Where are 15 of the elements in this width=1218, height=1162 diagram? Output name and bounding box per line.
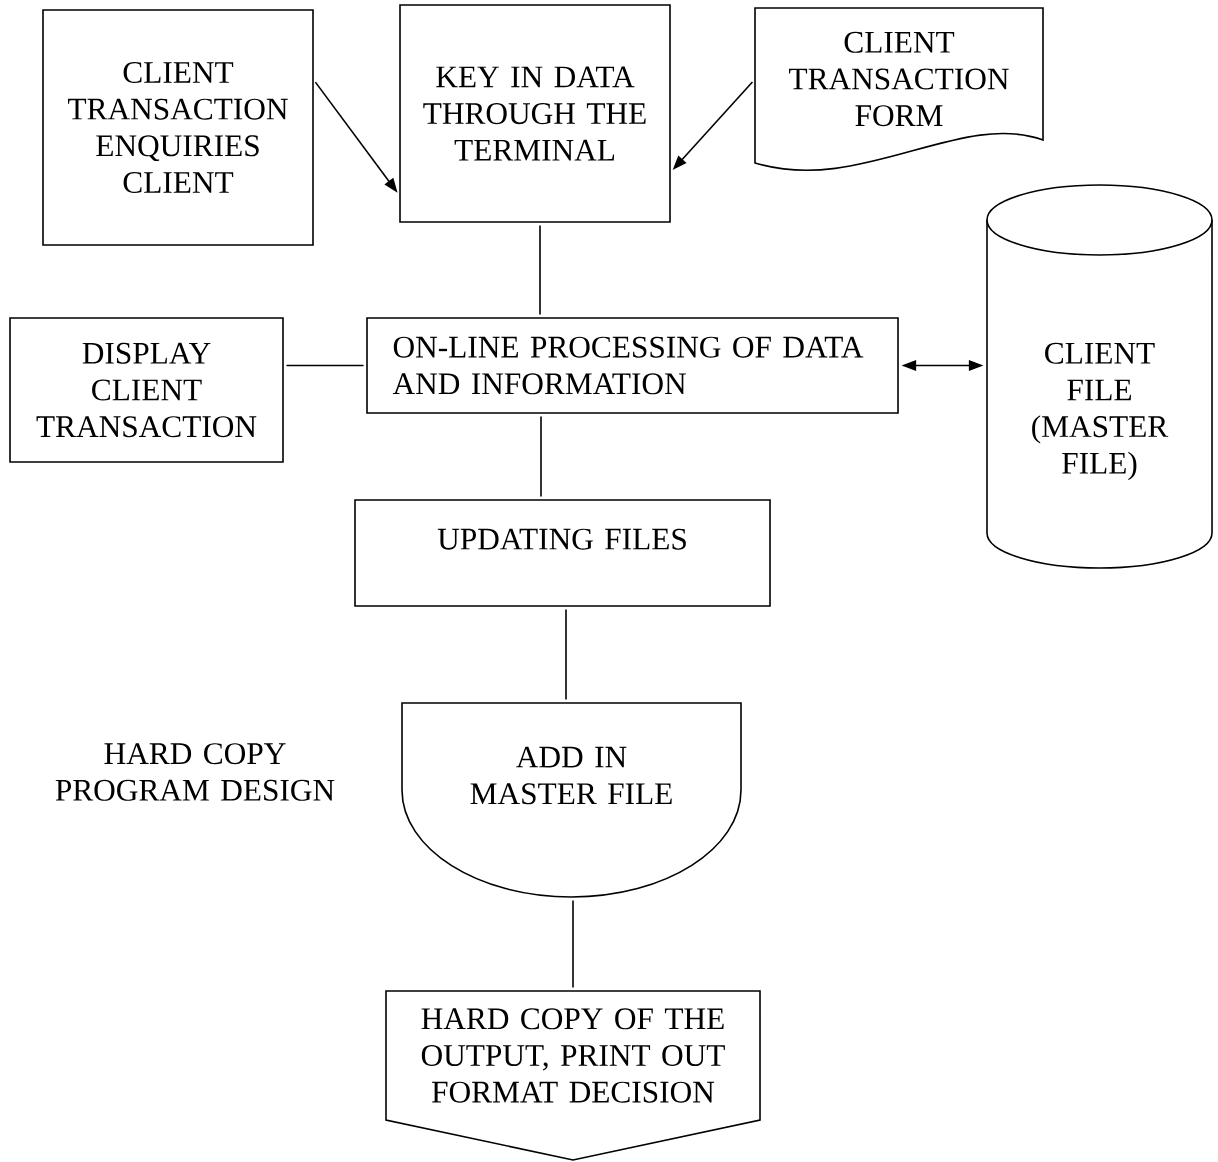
connector-line [540,415,542,498]
process-box: ON-LINE PROCESSING OF DATA AND INFORMATION [366,317,899,414]
node-label: CLIENT FILE (MASTER FILE) [1032,342,1169,481]
process-box: UPDATING FILES [354,499,771,607]
connector-line [565,608,567,701]
process-box: CLIENT TRANSACTION ENQUIRIES CLIENT [42,9,314,246]
note-text: HARD COPY PROGRAM DESIGN [55,743,335,801]
off-page-connector: HARD COPY OF THE OUTPUT, PRINT OUT FORMAT DECISION [385,990,761,1161]
connector-line [285,364,365,367]
connector-line [572,899,574,989]
database-cylinder: CLIENT FILE (MASTER FILE) [986,184,1213,569]
connector-line [539,224,541,316]
process-box: DISPLAY CLIENT TRANSACTION [9,317,284,463]
process-box: KEY IN DATA THROUGH THE TERMINAL [399,4,671,223]
display-shape: ADD IN MASTER FILE [401,702,742,898]
